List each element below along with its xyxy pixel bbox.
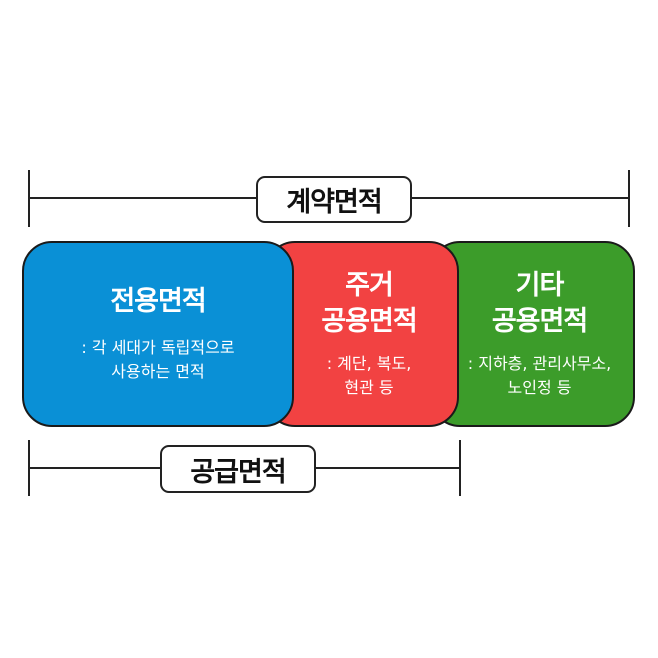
exclusive-title: 전용면적	[110, 286, 206, 317]
exclusive-desc-1: : 각 세대가 독립적으로	[81, 338, 235, 357]
residential-common-area: 주거 공용면적 : 계단, 복도, 현관 등	[265, 241, 459, 427]
residential-common-desc-1: : 계단, 복도,	[326, 354, 412, 373]
other-common-desc: : 지하층, 관리사무소, 노인정 등	[468, 352, 612, 400]
contract-bracket-right-tick	[628, 170, 630, 227]
supply-area-label: 공급면적	[160, 445, 316, 493]
exclusive-desc: : 각 세대가 독립적으로 사용하는 면적	[81, 336, 234, 384]
exclusive-area: 전용면적 : 각 세대가 독립적으로 사용하는 면적	[22, 241, 294, 427]
residential-common-desc: : 계단, 복도, 현관 등	[327, 352, 412, 400]
residential-common-title-2: 공용면적	[321, 306, 417, 337]
residential-common-desc-2: 현관 등	[344, 378, 394, 397]
supply-bracket-left-tick	[28, 440, 30, 496]
other-common-title-1: 기타	[515, 270, 565, 301]
contract-bracket-left-tick	[28, 170, 30, 227]
other-common-desc-1: : 지하층, 관리사무소,	[467, 354, 612, 373]
other-common-title-2: 공용면적	[491, 306, 588, 337]
other-common-desc-2: 노인정 등	[507, 378, 572, 397]
supply-bracket-right-tick	[459, 440, 461, 496]
residential-common-title-1: 주거	[345, 270, 394, 301]
exclusive-desc-2: 사용하는 면적	[111, 362, 205, 381]
other-common-area: 기타 공용면적 : 지하층, 관리사무소, 노인정 등	[430, 241, 635, 427]
contract-area-label: 계약면적	[256, 176, 412, 223]
